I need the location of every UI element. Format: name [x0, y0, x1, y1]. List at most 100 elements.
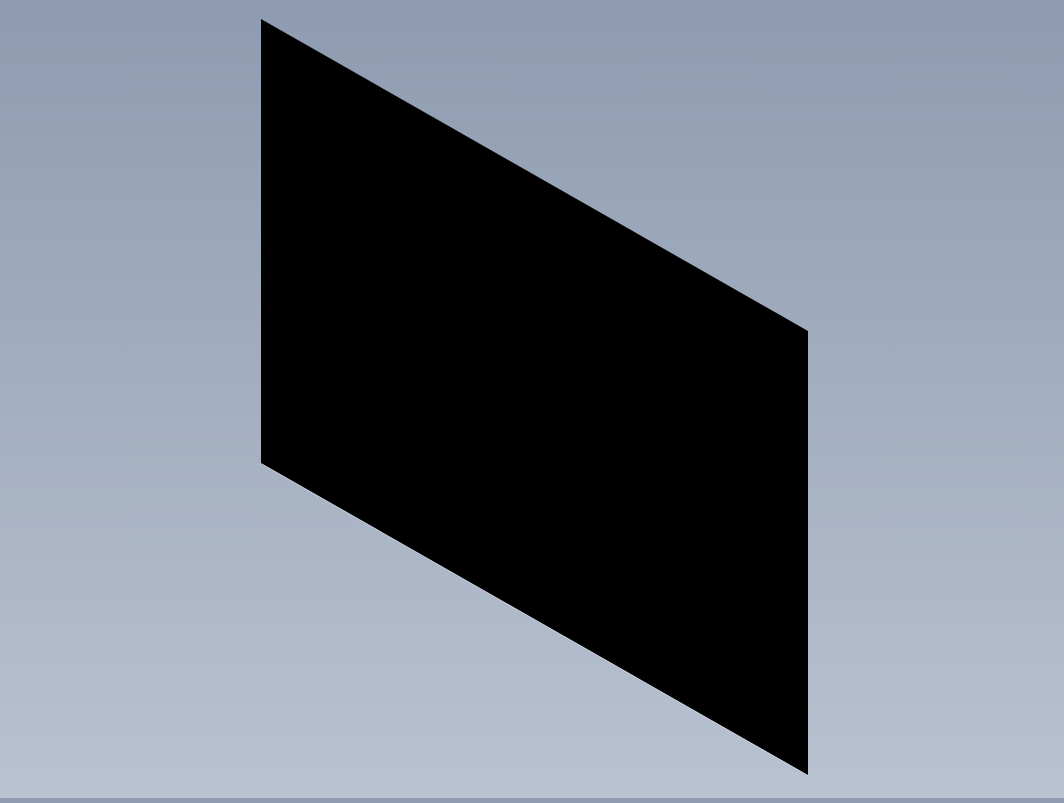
item-balloon: [276, 279, 283, 290]
spring-coil: [610, 628, 612, 649]
leader-line: [283, 217, 303, 232]
plate-stack: [301, 222, 511, 442]
leader-line: [283, 277, 303, 292]
parts-list-row: [706, 584, 801, 638]
item-balloon: [335, 198, 342, 209]
spring-coil: [622, 635, 624, 656]
leader-line: [283, 267, 303, 282]
detail-b-part: [583, 563, 599, 604]
parts-list-row: [706, 556, 801, 610]
item-balloon: [276, 199, 283, 210]
item-balloon: [276, 239, 283, 250]
item-balloon: [458, 523, 465, 534]
item-balloon: [380, 478, 387, 489]
parts-list-row: [706, 606, 801, 660]
parts-list-frame: [706, 423, 801, 761]
parts-list-row: [706, 628, 801, 682]
item-balloon: [513, 274, 520, 285]
detail-a-clip: [619, 458, 627, 493]
parts-list-row: [706, 489, 801, 543]
item-balloon: [583, 594, 590, 604]
parts-list-row: [706, 534, 801, 588]
plate-line: [301, 238, 511, 358]
center-line: [321, 378, 521, 492]
item-balloon: [618, 617, 625, 627]
item-balloon: [526, 391, 533, 402]
leader-line: [283, 247, 303, 262]
parts-list-row: [706, 439, 801, 493]
top-clamp: [371, 127, 393, 165]
sheet-border: [266, 27, 803, 767]
item-balloon: [276, 229, 283, 240]
parts-list-row: [706, 550, 801, 604]
parts-list-row: [706, 573, 801, 627]
column-flange: [389, 147, 399, 213]
parts-list-row: [706, 500, 801, 554]
parts-list-row: [706, 539, 801, 593]
item-balloon: [542, 405, 549, 416]
detail-a-hole: [589, 439, 613, 477]
plate-line: [301, 227, 511, 347]
parts-list-row: [706, 561, 801, 615]
item-balloon: [276, 309, 283, 320]
item-balloon: [276, 329, 283, 340]
center-line: [281, 280, 541, 428]
item-balloon: [276, 209, 283, 220]
item-balloon: [408, 499, 415, 510]
parts-list-row: [706, 473, 801, 527]
item-balloon: [367, 476, 374, 487]
parts-list-row: [706, 650, 801, 704]
sheet-edge: [261, 463, 810, 777]
item-balloon: [588, 612, 595, 623]
parts-list-row: [706, 567, 801, 621]
parts-list-row: [706, 667, 801, 721]
parts-list-row: [706, 478, 801, 532]
item-balloon: [432, 508, 439, 519]
item-balloon: [276, 219, 283, 230]
parts-list-row: [706, 517, 801, 571]
parts-list-row: [706, 523, 801, 577]
item-balloon: [423, 508, 430, 519]
plate-line: [301, 304, 511, 424]
spring-coil: [626, 637, 628, 658]
leader-line: [283, 257, 303, 272]
parts-list-row: [706, 445, 801, 499]
item-balloon: [348, 185, 355, 196]
parts-list-row: [706, 589, 801, 643]
link-arm: [417, 188, 497, 282]
parts-list-row: [706, 595, 801, 649]
item-balloon: [576, 593, 583, 603]
item-balloon: [276, 249, 283, 260]
leader-line: [283, 337, 303, 352]
parts-list-row: [706, 528, 801, 582]
item-balloon: [626, 653, 633, 664]
leader-line: [283, 327, 303, 342]
item-balloon: [276, 319, 283, 330]
column-flange: [419, 164, 429, 230]
item-balloon: [358, 126, 365, 137]
parts-list-row: [706, 462, 801, 516]
spring-coil: [618, 633, 620, 654]
guide-block: [316, 250, 336, 301]
drawing-sheet: [261, 19, 808, 775]
item-balloon: [276, 259, 283, 270]
item-balloon: [590, 601, 597, 611]
item-balloon: [509, 297, 516, 308]
parts-list-row: [706, 600, 801, 654]
item-balloon: [276, 299, 283, 310]
item-balloon: [633, 623, 640, 633]
leader-line: [283, 287, 303, 302]
pivot-pin: [487, 262, 495, 275]
leader-line: [283, 227, 303, 242]
parts-list-row: [706, 611, 801, 665]
parts-list-row: [706, 634, 801, 688]
item-balloon: [503, 248, 510, 259]
leader-line: [283, 307, 303, 322]
parts-list-row: [706, 434, 801, 488]
title-block-divider: [706, 697, 801, 751]
item-balloon: [640, 630, 647, 640]
detail-a-body: [576, 399, 631, 515]
parts-list-row: [706, 645, 801, 699]
item-balloon: [395, 487, 402, 498]
